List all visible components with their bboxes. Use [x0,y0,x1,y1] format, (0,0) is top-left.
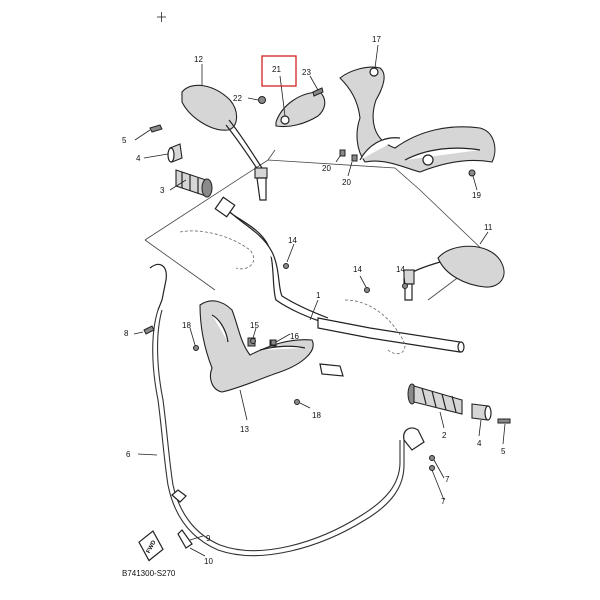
callout-7a: 7 [445,475,450,484]
screw-14c [402,283,408,289]
throttle-grip [407,383,463,415]
callout-4-left: 4 [136,154,141,163]
callout-1: 1 [316,291,321,300]
callout-16: 16 [290,332,299,341]
screw-19 [468,169,476,177]
screw-14a [283,263,289,269]
callout-14c: 14 [396,265,405,274]
screw-15 [250,338,256,344]
screw-18b [294,399,300,405]
assembly-outline [144,149,489,301]
leader-lines [133,44,506,557]
callout-11: 11 [484,223,493,232]
callout-21: 21 [272,65,281,74]
callout-5-left: 5 [122,136,127,145]
callout-19: 19 [472,191,481,200]
screw-22 [258,96,266,104]
callout-22: 22 [233,94,242,103]
handle-cover-highlighted [275,91,326,128]
upper-handle-cover [339,66,496,173]
nut-20b [351,154,358,162]
clip-23 [312,87,324,97]
brake-cable [149,263,435,557]
callout-15: 15 [250,321,259,330]
callout-8: 8 [124,329,129,338]
callout-9: 9 [206,534,211,543]
callout-17: 17 [372,35,381,44]
callout-3: 3 [160,186,165,195]
callout-5-right: 5 [501,447,506,456]
screw-5-left [149,124,163,133]
callout-7b: 7 [441,497,446,506]
grip-end-right [471,403,492,421]
callout-23: 23 [302,68,311,77]
callout-20b: 20 [342,178,351,187]
bolt-8 [143,325,155,335]
mirror-left [181,84,268,201]
callout-2: 2 [442,431,447,440]
callout-labels: 12 21 23 22 17 5 4 3 20 20 19 11 14 14 1… [122,35,506,566]
handlebar [179,196,465,355]
nut-20a [339,149,346,157]
callout-10: 10 [204,557,213,566]
callout-12: 12 [194,55,203,64]
callout-14a: 14 [288,236,297,245]
callout-4-right: 4 [477,439,482,448]
callout-20a: 20 [322,164,331,173]
diagram-code: B741300-S270 [122,569,176,578]
mirror-right [403,245,505,301]
highlight-box [261,55,297,87]
callout-18b: 18 [312,411,321,420]
callout-18a: 18 [182,321,191,330]
screw-14b [364,287,370,293]
left-grip [175,169,213,198]
forward-arrow-icon: FWD [138,530,164,562]
screw-18a [193,345,199,351]
grip-end-left [167,143,183,163]
crosshair-mark [157,12,166,22]
screw-16 [270,339,277,346]
screw-5-right [497,418,511,424]
callout-6: 6 [126,450,131,459]
callout-14b: 14 [353,265,362,274]
callout-13: 13 [240,425,249,434]
